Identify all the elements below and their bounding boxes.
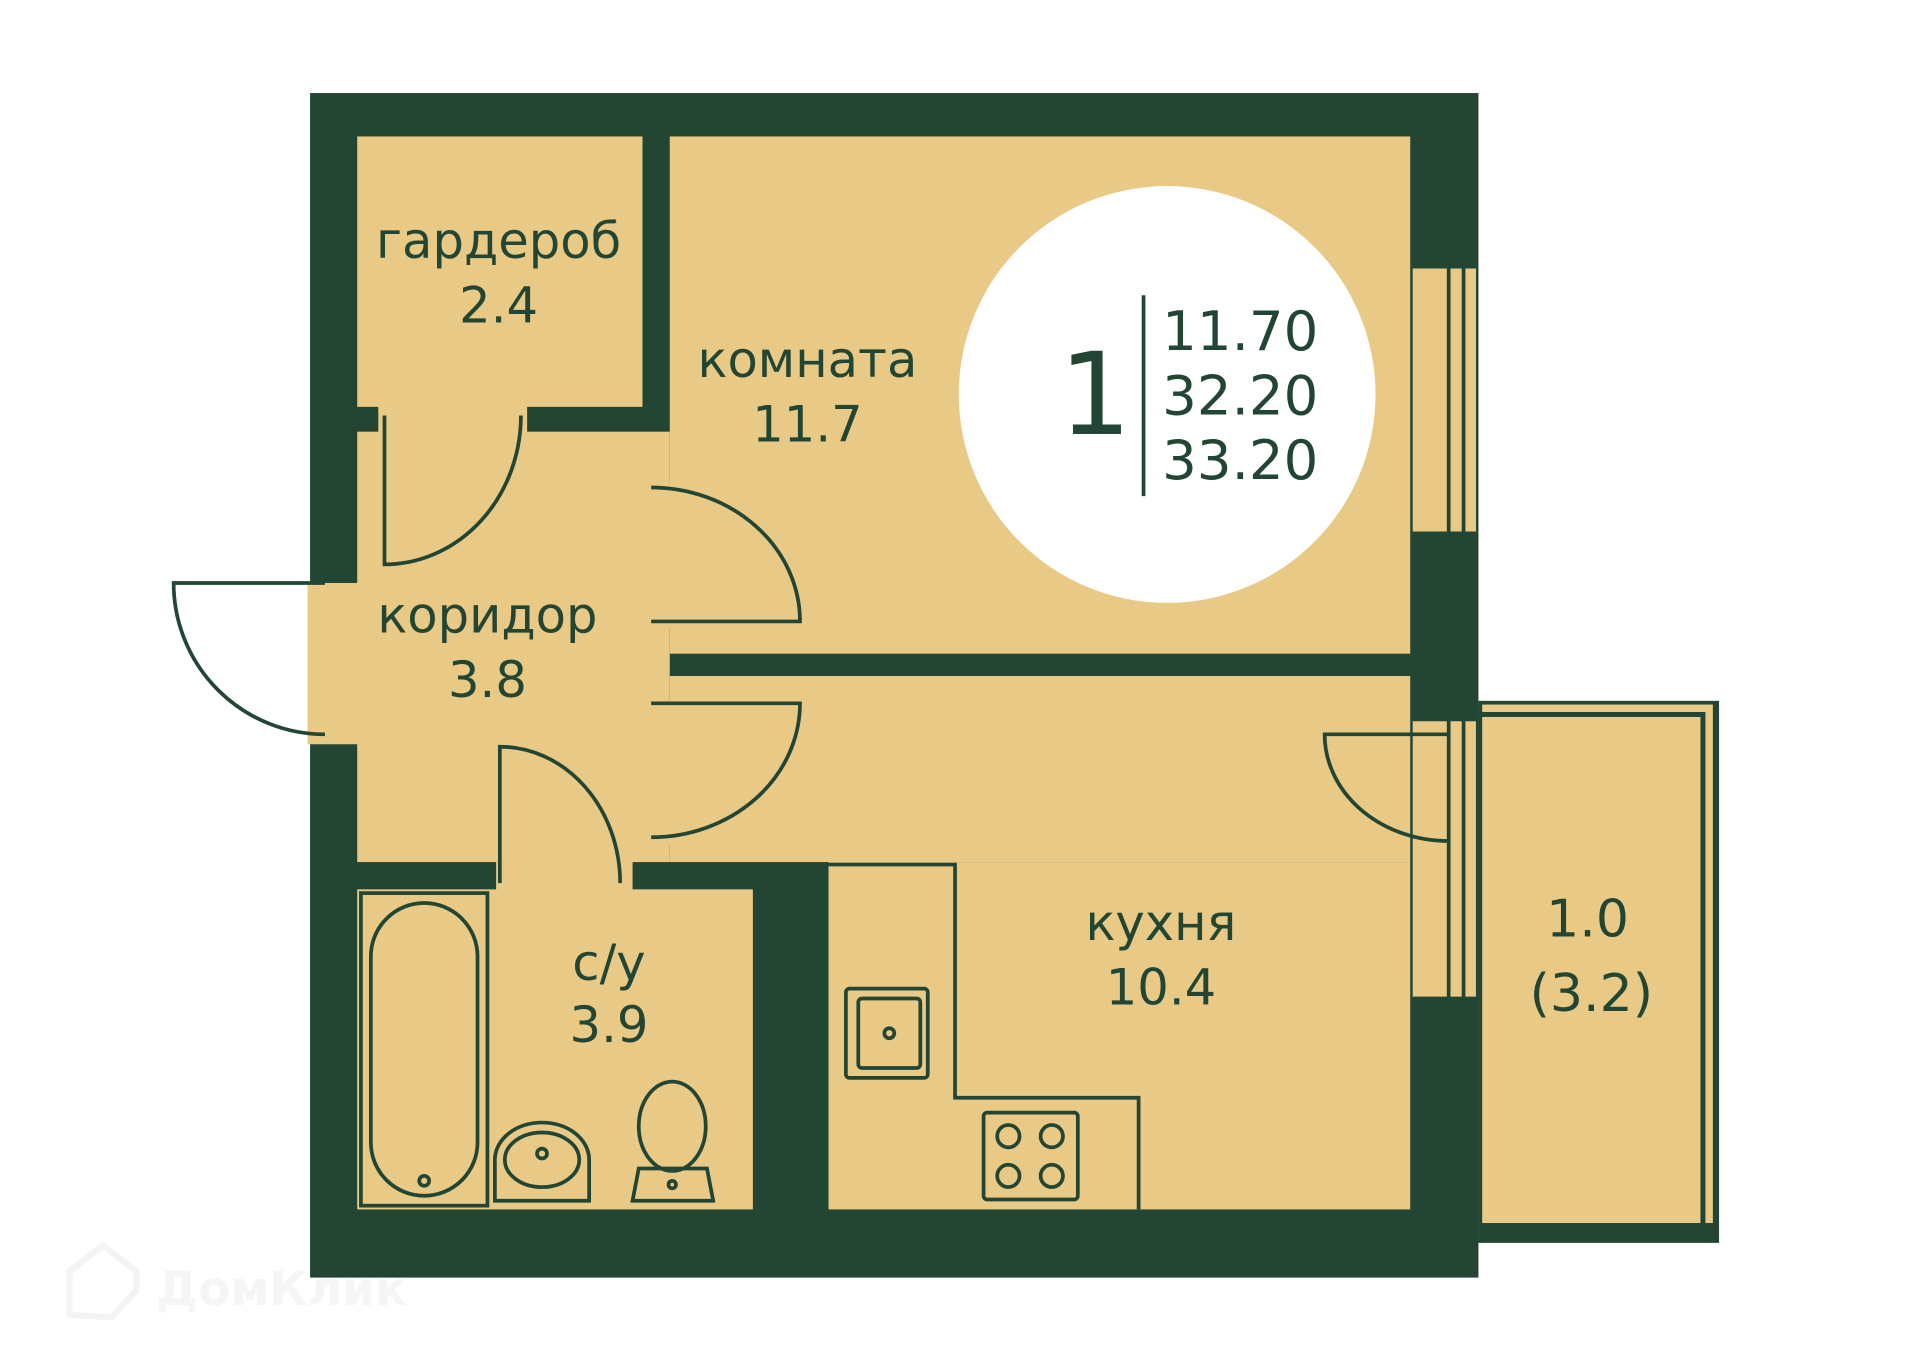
room-name-corridor: коридор <box>377 587 597 645</box>
room-area-room: 11.7 <box>752 396 862 454</box>
balcony-rail-right <box>1705 711 1713 1224</box>
washbasin <box>493 1120 592 1203</box>
balcony-floor <box>1482 716 1701 1224</box>
room-area-bathroom: 3.9 <box>570 996 649 1054</box>
balcony-area: 1.0 <box>1546 890 1629 950</box>
rooms-count: 1 <box>1059 328 1132 461</box>
toilet <box>636 1079 708 1173</box>
entrance-door <box>171 581 325 737</box>
balcony-door <box>1322 717 1476 1001</box>
kitchen-sink <box>844 986 930 1080</box>
room-name-room: комната <box>698 331 918 389</box>
wardrobe-door <box>382 415 523 567</box>
window <box>1412 264 1476 536</box>
room-name-bathroom: с/у <box>572 934 645 992</box>
total-area-with-balcony: 33.20 <box>1162 428 1318 492</box>
room-area-kitchen: 10.4 <box>1106 959 1216 1017</box>
balcony-area-full: (3.2) <box>1530 964 1653 1024</box>
watermark-text: ДомКлик <box>156 1262 407 1317</box>
watermark: ДомКлик <box>66 1241 407 1321</box>
room-name-wardrobe: гардероб <box>376 212 621 270</box>
house-logo-icon <box>66 1241 140 1321</box>
room-area-corridor: 3.8 <box>448 651 527 709</box>
kitchen-door <box>651 701 802 840</box>
room-area-wardrobe: 2.4 <box>459 277 538 335</box>
bathroom-door <box>497 744 623 884</box>
doors <box>171 415 802 884</box>
balcony-rail-top <box>1482 704 1713 712</box>
room-name-kitchen: кухня <box>1085 894 1236 952</box>
stove <box>981 1110 1080 1202</box>
summary-badge: 1 11.70 32.20 33.20 <box>958 186 1376 603</box>
total-area: 32.20 <box>1162 363 1318 427</box>
kitchen-counter <box>828 862 1141 1210</box>
bathtub <box>359 891 490 1208</box>
bathroom-fixtures <box>359 891 716 1208</box>
room-door <box>651 485 802 624</box>
living-area: 11.70 <box>1162 299 1318 363</box>
